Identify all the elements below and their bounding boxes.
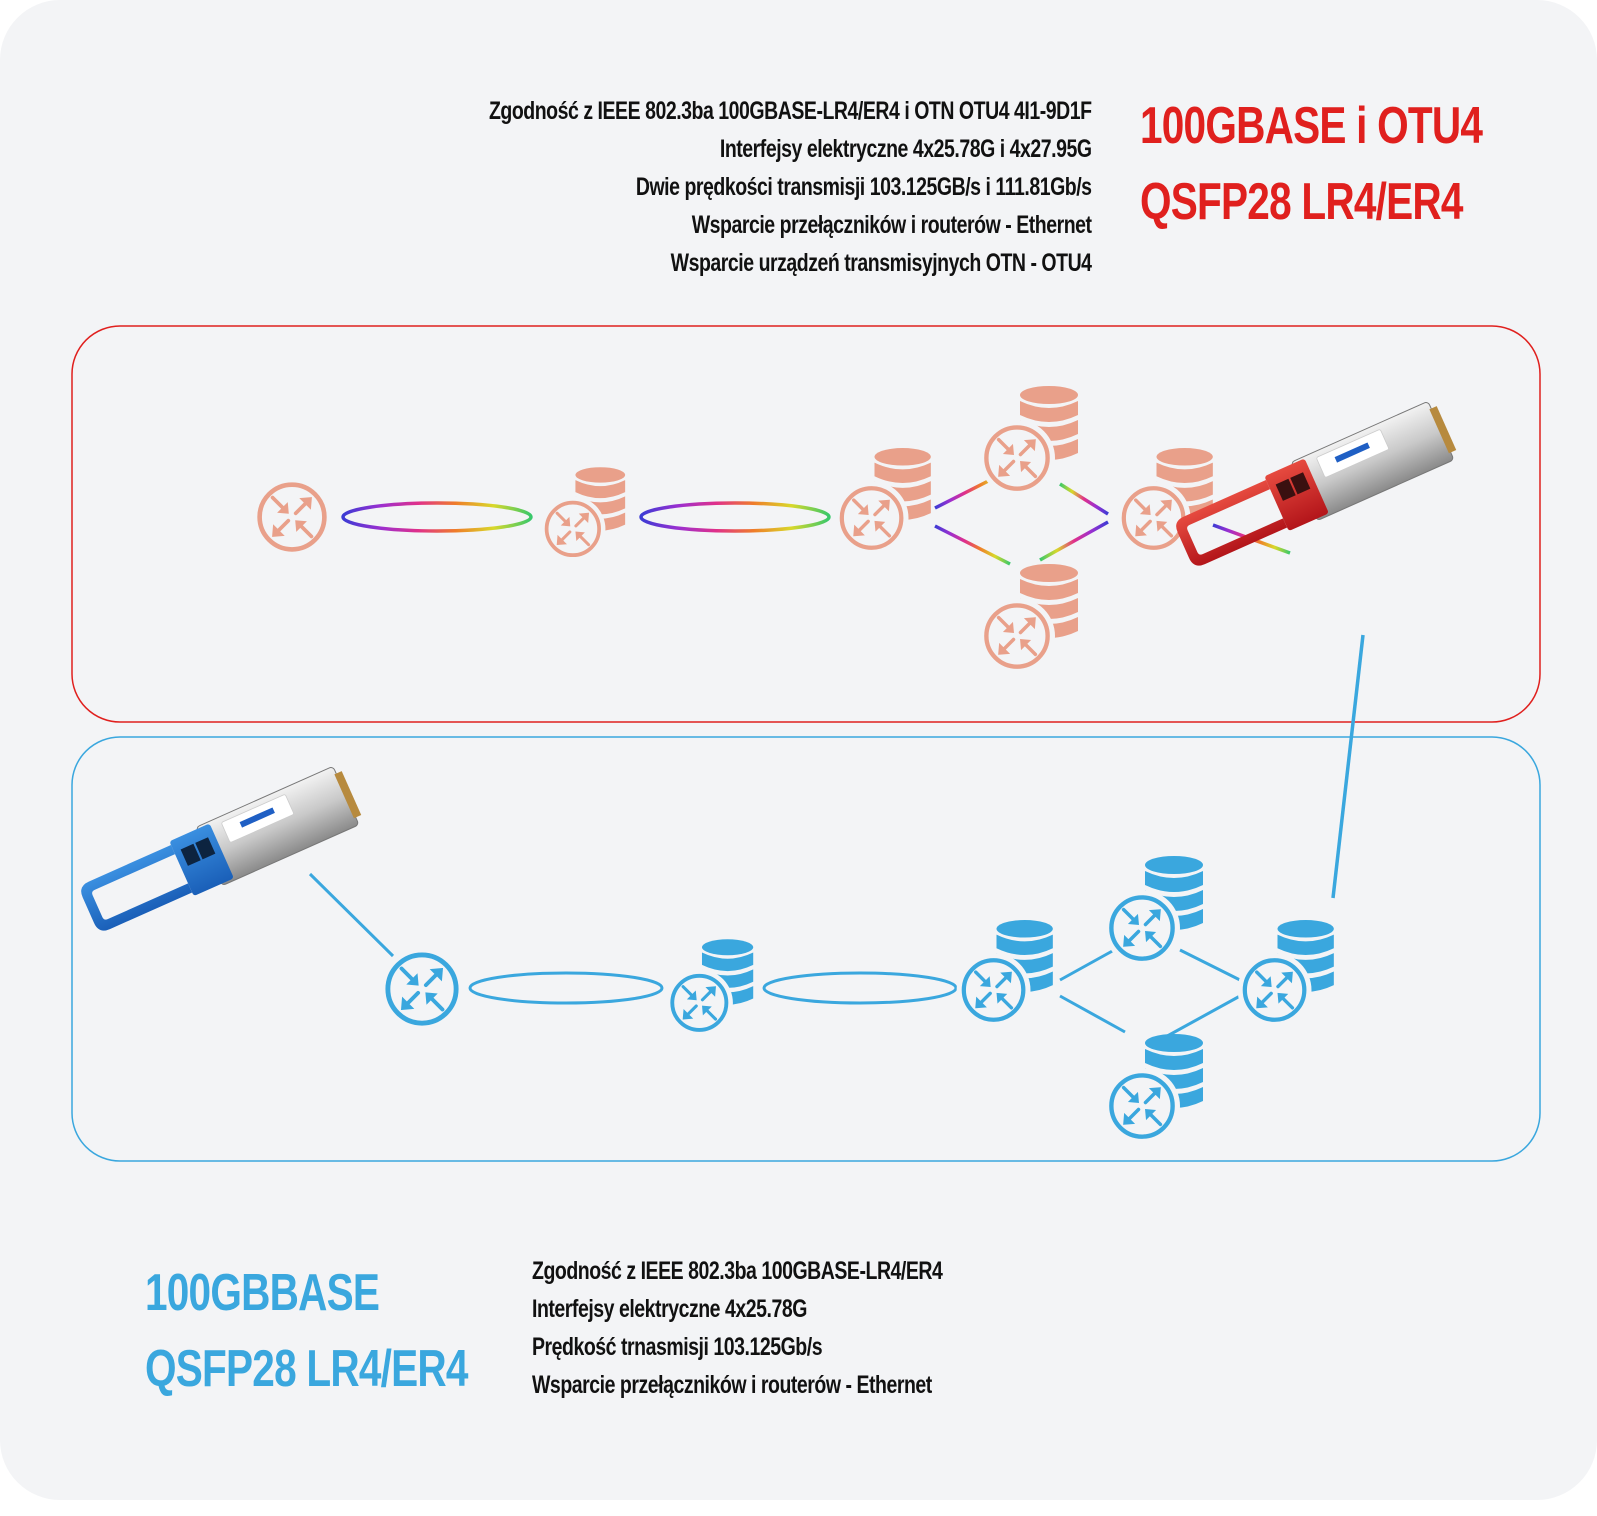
fiber-link	[468, 971, 664, 1005]
dwdm-link	[341, 501, 533, 533]
database-router-icon	[666, 939, 753, 1036]
ethernet-network	[308, 856, 1334, 1144]
database-router-icon	[1104, 1034, 1203, 1144]
dwdm-link	[639, 501, 831, 533]
database-router-icon	[1238, 920, 1334, 1027]
otu4-spec-item: Interfejsy elektryczne 4x25.78G i 4x27.9…	[720, 135, 1092, 163]
qsfp28-transceiver-blue-icon	[81, 767, 362, 931]
fiber-link	[1159, 994, 1241, 1042]
otu4-section-frame	[71, 325, 1541, 723]
ethernet-title-line1: 100GBBASE	[145, 1264, 380, 1322]
database-router-icon	[979, 386, 1078, 496]
database-router-icon	[1104, 856, 1203, 966]
ethernet-spec-list: Zgodność z IEEE 802.3ba 100GBASE-LR4/ER4…	[532, 1252, 943, 1404]
dwdm-link	[934, 524, 1011, 566]
otu4-spec-item: Wsparcie przełączników i routerów - Ethe…	[692, 211, 1092, 239]
database-router-icon	[540, 467, 625, 561]
otu4-title-line2: QSFP28 LR4/ER4	[1140, 173, 1463, 231]
router-icon	[260, 485, 325, 550]
qsfp28-transceiver-red-icon	[1176, 402, 1457, 566]
otu4-title: 100GBASE i OTU4 QSFP28 LR4/ER4	[1140, 88, 1483, 240]
database-router-icon	[835, 448, 931, 555]
router-icon	[388, 955, 456, 1023]
dwdm-link	[1039, 520, 1109, 562]
database-router-icon	[1117, 448, 1213, 555]
otu4-spec-list: Zgodność z IEEE 802.3ba 100GBASE-LR4/ER4…	[489, 92, 1092, 282]
ethernet-title: 100GBBASE QSFP28 LR4/ER4	[145, 1255, 468, 1407]
otu4-spec-item: Wsparcie urządzeń transmisyjnych OTN - O…	[671, 249, 1092, 277]
otu4-network	[260, 386, 1291, 674]
ethernet-spec-item: Prędkość trnasmisji 103.125Gb/s	[532, 1333, 823, 1361]
ethernet-spec-item: Zgodność z IEEE 802.3ba 100GBASE-LR4/ER4	[532, 1257, 943, 1285]
database-router-icon	[957, 920, 1053, 1027]
fiber-link	[308, 872, 395, 958]
fiber-link	[1059, 994, 1126, 1034]
fiber-link	[1179, 948, 1241, 982]
inter-section-link	[1331, 634, 1365, 899]
otu4-title-line1: 100GBASE i OTU4	[1140, 97, 1483, 155]
otu4-spec-item: Zgodność z IEEE 802.3ba 100GBASE-LR4/ER4…	[489, 97, 1092, 125]
ethernet-spec-item: Wsparcie przełączników i routerów - Ethe…	[532, 1371, 932, 1399]
dwdm-link	[1059, 482, 1109, 516]
fiber-link	[762, 971, 958, 1005]
otu4-spec-item: Dwie prędkości transmisji 103.125GB/s i …	[636, 173, 1092, 201]
ethernet-section-frame	[71, 736, 1541, 1162]
ethernet-title-line2: QSFP28 LR4/ER4	[145, 1340, 468, 1398]
ethernet-spec-item: Interfejsy elektryczne 4x25.78G	[532, 1295, 807, 1323]
database-router-icon	[979, 564, 1078, 674]
